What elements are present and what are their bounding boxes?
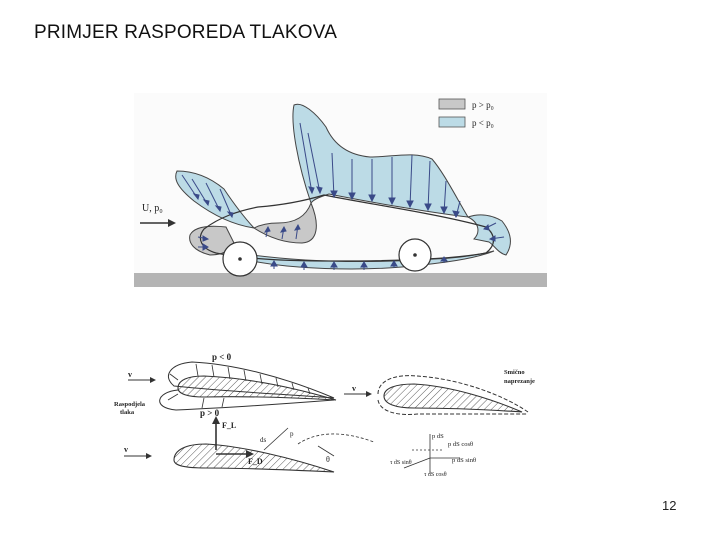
airfoil-forces: v F_L F_D ds p θ (124, 416, 374, 472)
pds-sin-label: p dS sinθ (452, 457, 476, 464)
front-wheel (223, 242, 257, 276)
tds-cos-label: τ dS cosθ (424, 472, 447, 478)
ground-strip (134, 273, 547, 287)
pressure-label: p > 0 (200, 408, 220, 418)
force-decomposition (404, 434, 460, 474)
car-pressure-diagram: U, p₀ p > p₀ p < p₀ (134, 93, 547, 287)
airfoil-diagrams: p < 0 p > 0 Raspodjela tlaka v v Smično … (112, 350, 572, 490)
legend-label-low: p < p₀ (472, 118, 494, 128)
velocity-label-1: v (128, 370, 132, 379)
legend-label-high: p > p₀ (472, 100, 494, 110)
legend-swatch-low (439, 117, 465, 127)
theta-label: θ (326, 455, 330, 464)
airfoil-1 (178, 376, 336, 400)
pds-label: p dS (432, 433, 444, 440)
suction-label: p < 0 (212, 352, 232, 362)
pds-cos-label: p dS cosθ (448, 441, 473, 448)
slide-title: PRIMJER RASPOREDA TLAKOVA (34, 22, 337, 44)
legend-swatch-high (439, 99, 465, 109)
distribution-label-2: tlaka (120, 409, 135, 416)
freestream-label: U, p₀ (142, 203, 163, 214)
ds-label: ds (260, 436, 267, 444)
tds-sin-label: τ dS sinθ (390, 460, 412, 466)
velocity-label-3: v (124, 445, 128, 454)
p-label: p (290, 430, 294, 438)
drag-label: F_D (248, 457, 263, 466)
page-number: 12 (662, 498, 676, 513)
airfoil-shear-stress: v Smično naprezanje (344, 369, 535, 414)
shear-label-2: naprezanje (504, 378, 535, 385)
velocity-label-2: v (352, 384, 356, 393)
distribution-label: Raspodjela (114, 401, 146, 408)
rear-wheel (399, 239, 431, 271)
airfoil-pressure-distribution: p < 0 p > 0 Raspodjela tlaka v (114, 352, 336, 418)
airfoil-2 (384, 384, 522, 412)
shear-label: Smično (504, 369, 525, 376)
lift-label: F_L (222, 421, 236, 430)
